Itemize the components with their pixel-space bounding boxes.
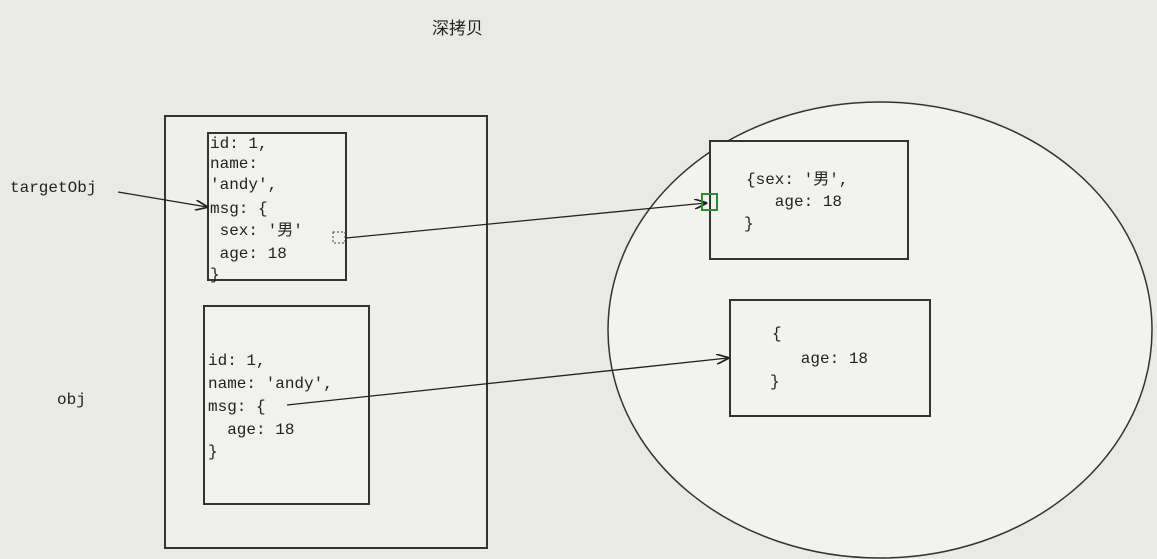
target-box-text: id: 1, name: 'andy', msg: { sex: '男' age…: [210, 135, 303, 284]
code-line: }: [208, 443, 218, 461]
heap-box-2-text: { age: 18 }: [770, 325, 868, 391]
code-line: id: 1,: [208, 352, 266, 370]
code-line: }: [210, 266, 220, 284]
selection-handle-icon: [332, 231, 346, 244]
code-line: {sex: '男',: [746, 171, 848, 189]
code-line: {: [772, 325, 782, 343]
obj-box-text: id: 1, name: 'andy', msg: { age: 18 }: [208, 352, 333, 461]
arrow-obj-msg-to-heap-box-2: [286, 358, 728, 406]
connection-point-icon: [701, 193, 718, 211]
code-line: age: 18: [208, 421, 294, 439]
code-line: name: 'andy',: [208, 375, 333, 393]
code-line: id: 1,: [210, 135, 268, 153]
code-line: }: [770, 373, 780, 391]
label-obj: obj: [57, 391, 86, 409]
code-line: 'andy',: [210, 176, 277, 194]
target-obj-box: [207, 132, 347, 281]
heap-box-2: [729, 299, 931, 417]
arrow-msg-to-heap-box-1: [345, 203, 706, 239]
diagram-title: 深拷贝: [432, 19, 483, 39]
code-line: msg: {: [208, 398, 266, 416]
heap-box-1-text: {sex: '男', age: 18 }: [744, 171, 848, 233]
obj-box: [203, 305, 370, 505]
code-line: age: 18: [210, 245, 287, 263]
code-line: msg: {: [210, 200, 268, 218]
code-line: age: 18: [746, 193, 842, 211]
code-line: sex: '男': [210, 222, 303, 240]
code-line: name:: [210, 155, 258, 173]
arrow-targetobj-to-box: [117, 191, 207, 207]
label-targetobj: targetObj: [10, 179, 96, 197]
code-line: age: 18: [772, 350, 868, 368]
heap-box-1: [709, 140, 909, 260]
code-line: }: [744, 215, 754, 233]
